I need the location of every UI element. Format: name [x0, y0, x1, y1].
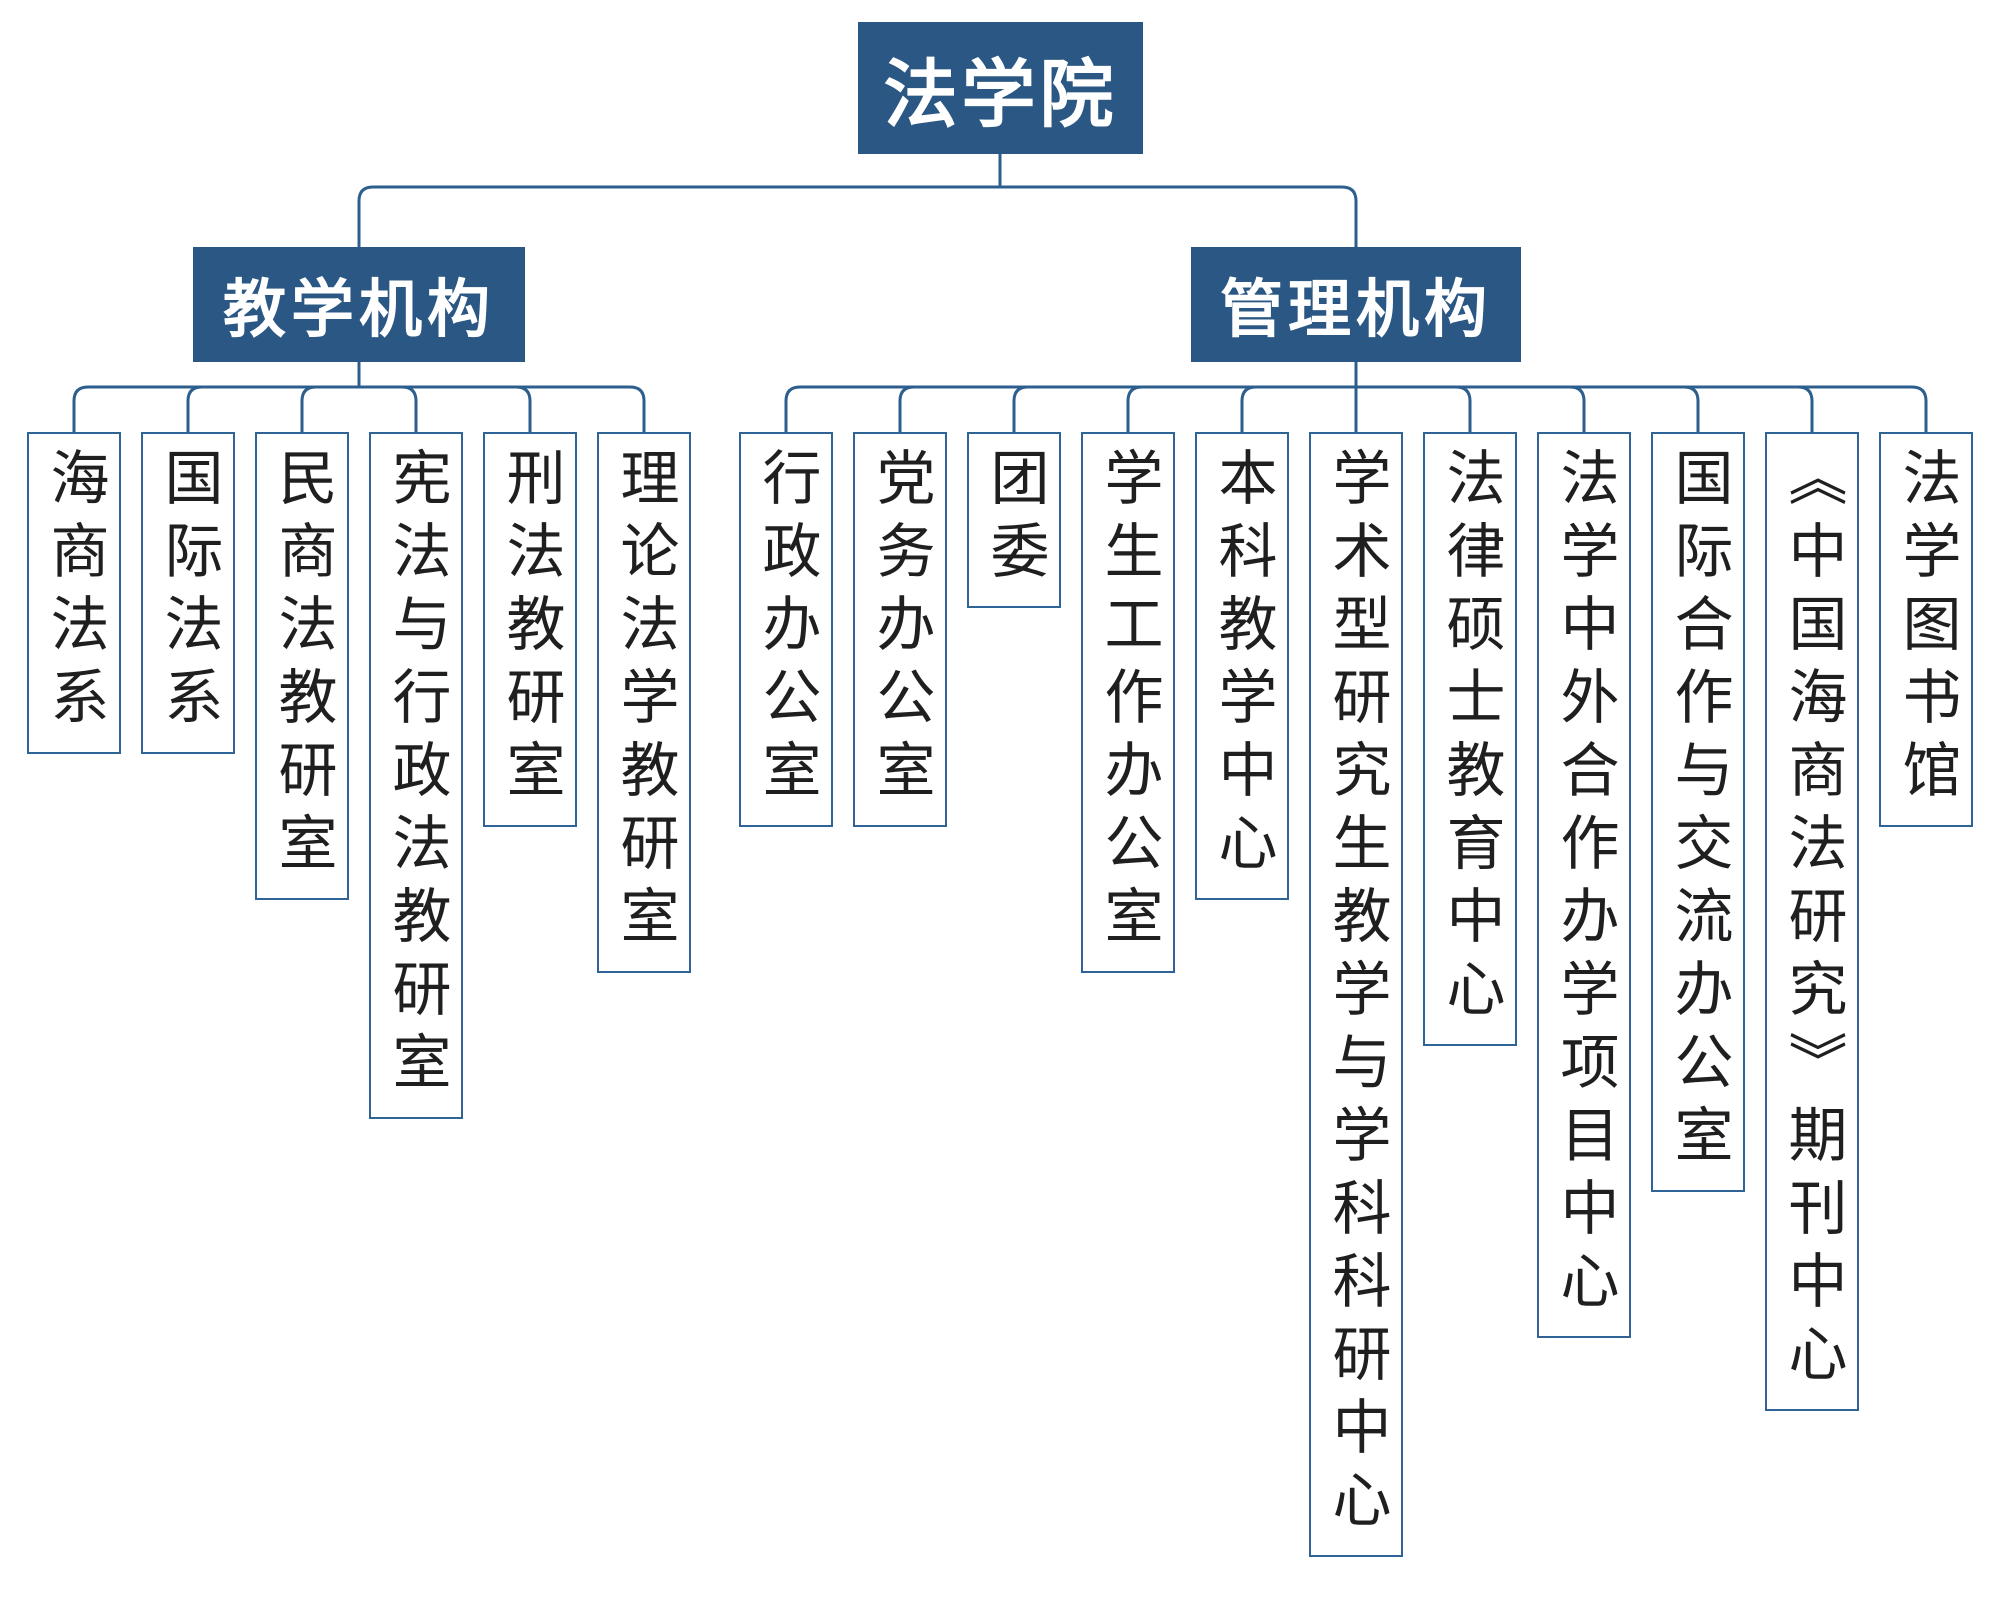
node-academic-postgraduate-research-center: 学术型研究生教学与学科科研中心 — [1309, 432, 1403, 1557]
node-constitutional-administrative-law-office: 宪法与行政法教研室 — [369, 432, 463, 1119]
node-label: 刑法教研室 — [497, 447, 564, 812]
connector — [401, 385, 418, 432]
connector — [1569, 385, 1586, 432]
connector — [629, 385, 646, 432]
node-maritime-law-journal-center: 《中国海商法研究》期刊中心 — [1765, 432, 1859, 1411]
node-label: 团委 — [981, 447, 1048, 593]
node-label: 教学机构 — [223, 275, 495, 345]
connector — [1683, 385, 1700, 432]
node-label: 国际合作与交流办公室 — [1665, 447, 1732, 1177]
node-label: 民商法教研室 — [269, 447, 336, 885]
node-label: 法学中外合作办学项目中心 — [1551, 447, 1618, 1323]
connector — [1797, 385, 1814, 432]
connector — [1126, 385, 1143, 432]
node-label: 行政办公室 — [753, 447, 820, 812]
node-label: 国际法系 — [155, 447, 222, 739]
connector — [1240, 385, 1257, 432]
connector — [72, 385, 89, 432]
node-sino-foreign-cooperative-program-center: 法学中外合作办学项目中心 — [1537, 432, 1631, 1338]
node-label: 法律硕士教育中心 — [1437, 447, 1504, 1031]
node-law-library: 法学图书馆 — [1879, 432, 1973, 827]
node-juris-master-education-center: 法律硕士教育中心 — [1423, 432, 1517, 1046]
node-label: 学生工作办公室 — [1095, 447, 1162, 958]
connector — [1455, 385, 1472, 432]
node-label: 本科教学中心 — [1209, 447, 1276, 885]
node-label: 法学图书馆 — [1893, 447, 1960, 812]
node-maritime-commercial-law-dept: 海商法系 — [27, 432, 121, 754]
node-criminal-law-office: 刑法教研室 — [483, 432, 577, 827]
node-party-affairs-office: 党务办公室 — [853, 432, 947, 827]
node-international-cooperation-exchange-office: 国际合作与交流办公室 — [1651, 432, 1745, 1192]
connector — [1911, 385, 1928, 432]
node-theoretical-law-office: 理论法学教研室 — [597, 432, 691, 973]
node-civil-commercial-law-office: 民商法教研室 — [255, 432, 349, 900]
connector — [300, 385, 317, 432]
node-undergraduate-teaching-center: 本科教学中心 — [1195, 432, 1289, 900]
node-label: 法学院 — [883, 51, 1118, 138]
connector — [186, 385, 203, 432]
node-label: 理论法学教研室 — [611, 447, 678, 958]
connector — [898, 385, 915, 432]
connector — [515, 385, 532, 432]
connector — [357, 185, 1358, 247]
node-administrative-office: 行政办公室 — [739, 432, 833, 827]
node-international-law-dept: 国际法系 — [141, 432, 235, 754]
node-management-institutions: 管理机构 — [1191, 247, 1521, 362]
node-teaching-institutions: 教学机构 — [193, 247, 525, 362]
connector — [784, 385, 801, 432]
node-law-school-root: 法学院 — [858, 22, 1143, 154]
node-label: 管理机构 — [1220, 275, 1492, 345]
connector — [1012, 385, 1029, 432]
node-youth-league-committee: 团委 — [967, 432, 1061, 608]
node-label: 海商法系 — [41, 447, 108, 739]
node-label: 党务办公室 — [867, 447, 934, 812]
node-label: 宪法与行政法教研室 — [383, 447, 450, 1104]
node-label: 学术型研究生教学与学科科研中心 — [1323, 447, 1390, 1542]
node-student-affairs-office: 学生工作办公室 — [1081, 432, 1175, 973]
node-label: 《中国海商法研究》期刊中心 — [1779, 447, 1846, 1396]
